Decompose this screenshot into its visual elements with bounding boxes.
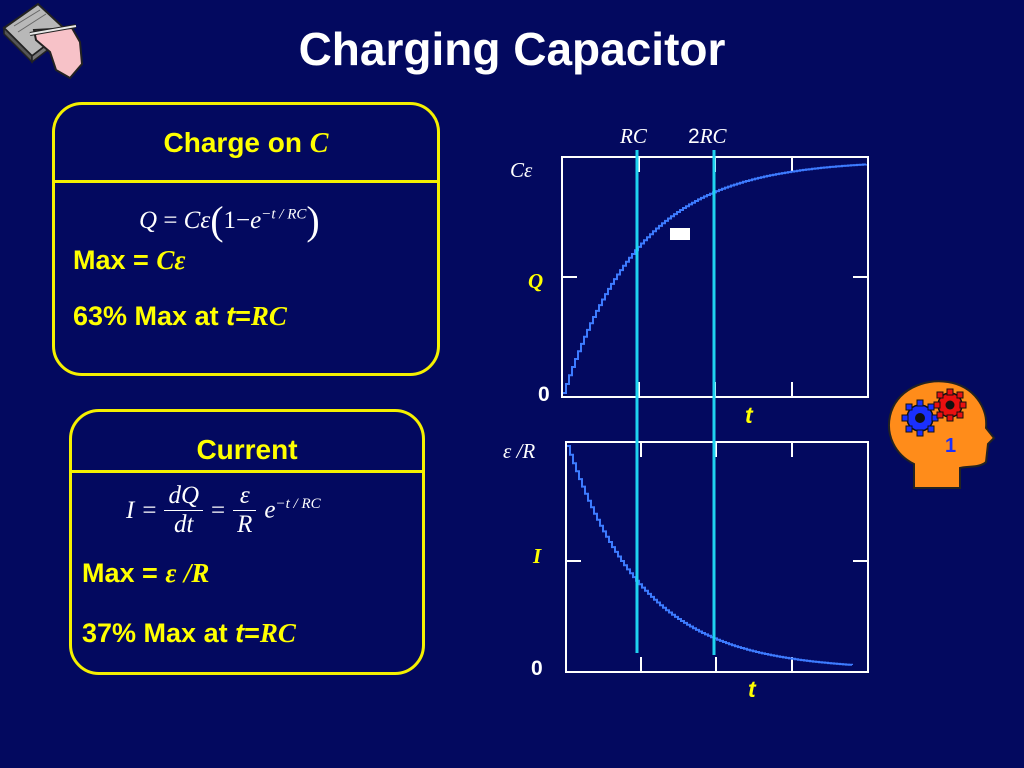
current-max-r: /R bbox=[183, 558, 210, 588]
charge-max-line: Max = Cε bbox=[73, 245, 185, 276]
marker-rectangle bbox=[670, 228, 690, 240]
current-box-divider bbox=[72, 470, 422, 473]
current-pct-rc: RC bbox=[259, 618, 296, 648]
frac-dt: dt bbox=[173, 511, 194, 538]
formula-equals-1: = bbox=[142, 496, 157, 524]
charge-x-axis-label: t bbox=[745, 402, 753, 428]
current-graph-ticks bbox=[566, 442, 868, 672]
two-rc-coefficient: 2 bbox=[688, 125, 700, 148]
head-number: 1 bbox=[945, 435, 956, 457]
formula-c-epsilon: Cε bbox=[183, 207, 211, 234]
frac-dq: dQ bbox=[168, 482, 199, 509]
fraction-dq-dt: dQ dt bbox=[164, 482, 203, 539]
charge-pct-t: t bbox=[226, 301, 236, 331]
thinking-head-icon[interactable]: 1 bbox=[884, 378, 996, 492]
formula-minus: − bbox=[236, 207, 251, 234]
charge-heading-var: C bbox=[309, 128, 329, 159]
formula-exponent-2: −t / RC bbox=[275, 496, 321, 513]
charge-formula: Q = Cε(1−e−t / RC) bbox=[139, 198, 320, 243]
formula-i: I bbox=[126, 496, 135, 524]
current-box-heading: Current bbox=[196, 434, 298, 465]
charge-heading-text: Charge on bbox=[163, 127, 302, 158]
charge-box-heading: Charge on C bbox=[55, 127, 437, 160]
current-curve bbox=[567, 445, 853, 666]
current-pct-eq: = bbox=[244, 618, 260, 648]
formula-equals: = bbox=[163, 207, 178, 234]
current-y-axis-label: I bbox=[533, 544, 542, 568]
charge-pct-label: 63% Max at bbox=[73, 301, 219, 331]
clipboard-hand-icon bbox=[2, 2, 84, 80]
two-rc-text: RC bbox=[699, 124, 727, 148]
frac-r: R bbox=[237, 511, 253, 538]
charge-pct-eq: = bbox=[235, 301, 251, 331]
charge-curve bbox=[563, 163, 867, 394]
charge-pct-rc: RC bbox=[250, 301, 287, 331]
charge-max-axis-label: Cε bbox=[510, 158, 533, 182]
page-title: Charging Capacitor bbox=[298, 23, 726, 75]
current-zero-label: 0 bbox=[531, 657, 543, 680]
charge-zero-label: 0 bbox=[538, 383, 550, 406]
charge-pct-line: 63% Max at t=RC bbox=[73, 301, 287, 332]
current-formula: I = dQ dt = ε R e−t / RC bbox=[126, 482, 321, 539]
charge-max-value: Cε bbox=[156, 245, 186, 275]
formula-q: Q bbox=[139, 207, 158, 234]
current-pct-line: 37% Max at t=RC bbox=[82, 618, 296, 649]
blue-gear-icon bbox=[901, 399, 939, 437]
charge-max-label: Max = bbox=[73, 245, 149, 275]
fraction-eps-r: ε R bbox=[233, 482, 257, 539]
formula-exponent: −t / RC bbox=[261, 206, 307, 223]
frac-eps: ε bbox=[239, 482, 250, 509]
charge-box-divider bbox=[55, 180, 437, 183]
current-max-eps: ε bbox=[165, 558, 177, 588]
charge-y-axis-label: Q bbox=[528, 269, 544, 293]
current-box: Current I = dQ dt = ε R e−t / RC Max = ε… bbox=[69, 409, 425, 675]
current-pct-t: t bbox=[235, 618, 245, 648]
red-gear-icon bbox=[933, 388, 967, 422]
charge-box: Charge on C Q = Cε(1−e−t / RC) Max = Cε … bbox=[52, 102, 440, 376]
current-max-axis-label: ε /R bbox=[503, 439, 536, 463]
rc-label: RC bbox=[620, 124, 647, 148]
current-x-axis-label: t bbox=[748, 676, 756, 702]
current-max-line: Max = ε /R bbox=[82, 558, 209, 589]
formula-e: e bbox=[250, 207, 262, 234]
formula-one: 1 bbox=[223, 207, 237, 234]
formula-e-2: e bbox=[264, 496, 276, 524]
current-max-label: Max = bbox=[82, 558, 158, 588]
formula-equals-2: = bbox=[211, 496, 226, 524]
two-rc-label: 2RC bbox=[688, 124, 727, 149]
current-pct-label: 37% Max at bbox=[82, 618, 228, 648]
